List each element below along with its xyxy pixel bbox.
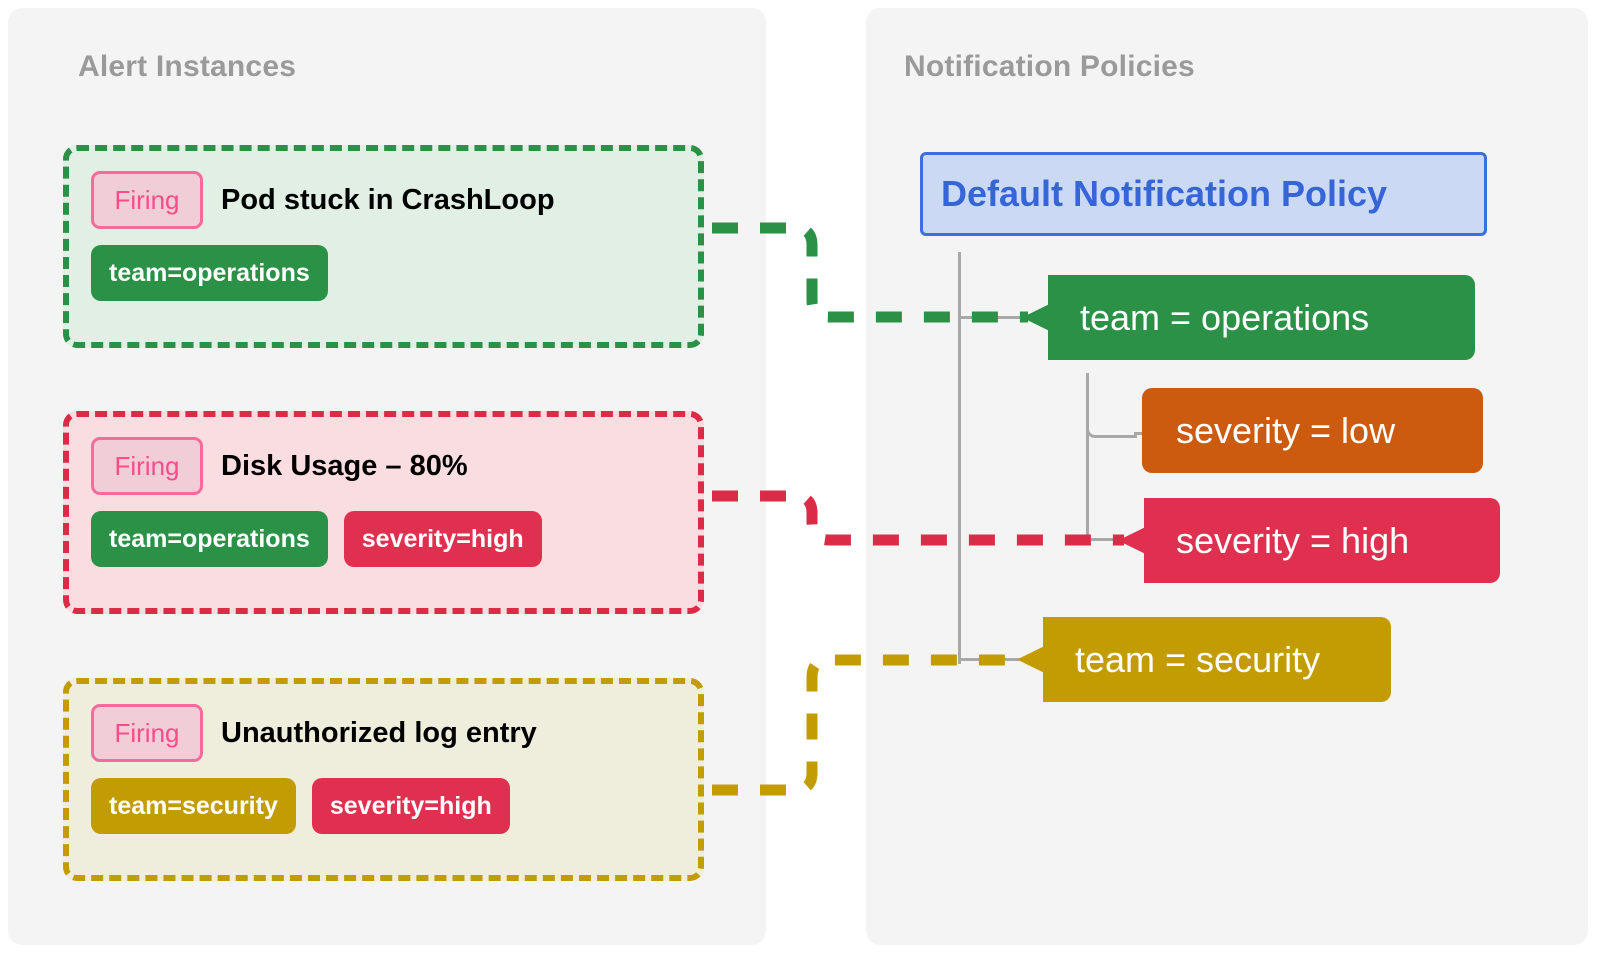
alert-card-header: Firing Pod stuck in CrashLoop bbox=[91, 169, 676, 231]
policy-node-team-security[interactable]: team = security bbox=[1017, 617, 1391, 702]
tree-stub-operations bbox=[958, 316, 1024, 319]
alert-label-list: team=operations bbox=[91, 245, 676, 301]
alert-label-chip[interactable]: team=operations bbox=[91, 511, 328, 567]
policy-node-severity-low[interactable]: severity = low bbox=[1142, 388, 1483, 473]
tree-stub-severity-low bbox=[1134, 432, 1144, 435]
tree-stub-security bbox=[958, 658, 1020, 661]
alert-title: Pod stuck in CrashLoop bbox=[221, 183, 555, 216]
status-badge: Firing bbox=[91, 437, 203, 495]
alert-card[interactable]: Firing Disk Usage – 80% team=operations … bbox=[63, 411, 704, 614]
alert-title: Unauthorized log entry bbox=[221, 716, 537, 749]
policy-node-severity-high[interactable]: severity = high bbox=[1118, 498, 1500, 583]
alert-label-list: team=operations severity=high bbox=[91, 511, 676, 567]
alert-card[interactable]: Firing Unauthorized log entry team=secur… bbox=[63, 678, 704, 881]
alert-instances-panel: Alert Instances Firing Pod stuck in Cras… bbox=[8, 8, 766, 945]
alert-instances-title: Alert Instances bbox=[78, 50, 297, 83]
status-badge: Firing bbox=[91, 171, 203, 229]
notification-policies-title: Notification Policies bbox=[904, 50, 1195, 83]
notification-policies-panel: Notification Policies bbox=[866, 8, 1588, 945]
alert-label-chip[interactable]: team=security bbox=[91, 778, 296, 834]
tree-trunk-line bbox=[958, 252, 961, 664]
alert-card-header: Firing Unauthorized log entry bbox=[91, 702, 676, 764]
alert-title: Disk Usage – 80% bbox=[221, 449, 468, 482]
tree-branch-line bbox=[1086, 373, 1089, 541]
alert-label-chip[interactable]: severity=high bbox=[311, 778, 510, 834]
alert-label-chip[interactable]: severity=high bbox=[343, 511, 542, 567]
alert-card-header: Firing Disk Usage – 80% bbox=[91, 435, 676, 497]
alert-card[interactable]: Firing Pod stuck in CrashLoop team=opera… bbox=[63, 145, 704, 348]
policy-node-team-operations[interactable]: team = operations bbox=[1022, 275, 1475, 360]
tree-branch-elbow bbox=[1086, 373, 1137, 438]
alert-label-list: team=security severity=high bbox=[91, 778, 676, 834]
alert-label-chip[interactable]: team=operations bbox=[91, 245, 328, 301]
status-badge: Firing bbox=[91, 704, 203, 762]
policy-root-node[interactable]: Default Notification Policy bbox=[920, 152, 1487, 236]
